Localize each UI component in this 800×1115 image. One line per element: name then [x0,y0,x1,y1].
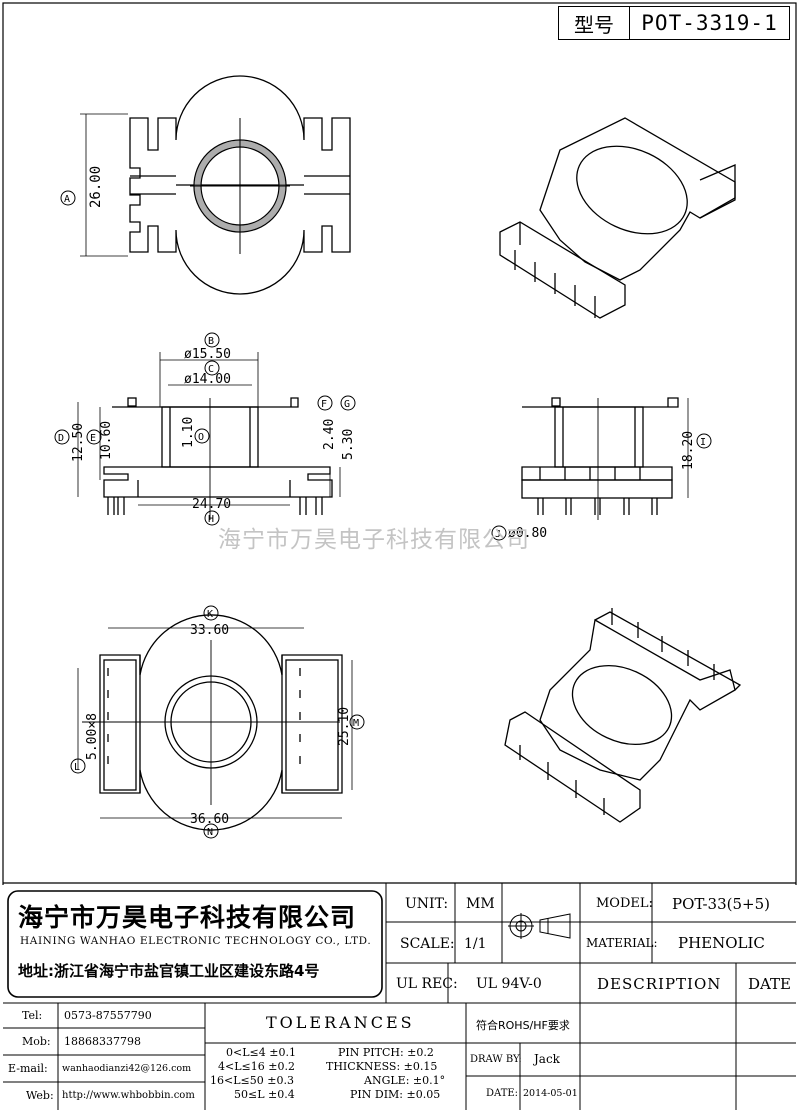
draw-by-value: Jack [534,1052,560,1066]
contact-label-mob: Mob: [22,1035,51,1048]
model-value: POT-33(5+5) [672,895,770,913]
dim-letter-F: F [321,399,327,410]
technical-drawing: 26.00 A ø15.50 [2,2,797,885]
dim-letter-C: C [208,364,214,375]
tolerance-left-3: 50≤L ±0.4 [234,1088,295,1101]
dim-letter-E: E [90,433,96,444]
date-field-value: 2014-05-01 [523,1088,578,1099]
tolerance-right-0: PIN PITCH: ±0.2 [338,1046,434,1059]
dim-letter-J: J [495,529,501,540]
date-field-label: DATE: [486,1088,519,1099]
ulrec-label: UL REC: [396,976,458,992]
material-label: MATERIAL: [586,936,658,950]
dim-value-G: 5.30 [341,429,356,460]
front-view-dims: ø15.50 ø14.00 12.50 10.60 1.10 2.40 5.30… [71,347,356,512]
type-value: POT-3319-1 [641,11,778,35]
unit-label: UNIT: [405,896,449,912]
iso-view-top [499,117,736,319]
dim-value-K: 33.60 [190,623,229,638]
date-label: DATE [748,975,791,993]
material-value: PHENOLIC [678,934,765,952]
contact-label-tel: Tel: [22,1009,43,1022]
dim-value-F: 2.40 [322,419,337,450]
tolerance-right-2: ANGLE: ±0.1° [364,1074,446,1087]
contact-value-mob: 18868337798 [64,1035,141,1048]
contact-label-web: Web: [26,1089,54,1102]
dim-letter-I: I [700,437,706,448]
side-view [521,397,689,520]
front-view-letters [54,332,356,526]
dim-letter-N: N [207,827,213,838]
top-view [80,75,351,295]
dim-letter-G: G [344,399,350,410]
tolerance-right-3: PIN DIM: ±0.05 [350,1088,441,1101]
dim-value-B: ø15.50 [184,347,231,362]
dim-value-M: 25.10 [337,707,352,746]
company-address: 地址:浙江省海宁市盐官镇工业区建设东路4号 [18,962,320,980]
scale-value: 1/1 [464,936,487,952]
dim-value-J: ø0.80 [508,526,547,541]
scale-label: SCALE: [400,936,455,952]
model-label: MODEL: [596,896,653,911]
dim-letter-M: M [353,718,359,729]
front-view-letter-text: B C D E O F G H [58,336,350,525]
dim-letter-L: L [74,762,80,773]
dim-value-C: ø14.00 [184,372,231,387]
tolerance-left-2: 16<L≤50 ±0.3 [210,1074,294,1087]
side-view-dims: 18.20 I ø0.80 J [491,431,712,541]
tolerances-title: TOLERANCES [266,1013,415,1032]
contact-value-email: wanhaodianzi42@126.com [62,1063,192,1074]
watermark: 海宁市万昊电子科技有限公司 [218,527,530,553]
company-name-en: HAINING WANHAO ELECTRONIC TECHNOLOGY CO.… [20,935,372,947]
unit-value: MM [466,896,495,912]
dim-value-E: 10.60 [99,421,114,460]
rohs-note: 符合ROHS/HF要求 [476,1019,570,1032]
dim-value-L: 5.00×8 [85,713,100,760]
dim-letter-O: O [198,432,204,443]
dim-letter-B: B [208,336,214,347]
dim-letter-K: K [207,609,213,620]
dim-value-O: 1.10 [181,417,196,448]
contact-value-web: http://www.whbobbin.com [62,1090,195,1101]
contact-value-tel: 0573-87557790 [64,1009,152,1022]
dim-value-H: 24.70 [192,497,231,512]
description-label: DESCRIPTION [597,975,722,993]
dim-value-N: 36.60 [190,812,229,827]
tolerance-right-1: THICKNESS: ±0.15 [326,1060,438,1073]
ulrec-value: UL 94V-0 [476,976,542,992]
front-view [77,352,341,520]
tolerance-left-1: 4<L≤16 ±0.2 [218,1060,295,1073]
company-name-cn: 海宁市万昊电子科技有限公司 [18,903,357,932]
dim-letter-D: D [58,433,64,444]
type-label: 型号 [559,7,630,39]
bottom-view-dims: 33.60 K 5.00×8 L 25.10 M 36.60 N [70,605,365,839]
contact-label-email: E-mail: [8,1062,48,1075]
drawing-frame [2,2,797,885]
iso-view-bottom [504,608,742,823]
dim-value-I: 18.20 [681,431,696,470]
dim-A-label: 26.00 A [60,166,104,208]
bottom-view [77,614,353,831]
dim-value-D: 12.50 [71,423,86,462]
model-header: 型号 POT-3319-1 [558,6,790,40]
dim-letter-A: A [64,194,70,205]
dim-value-A: 26.00 [88,166,104,208]
tolerance-left-0: 0<L≤4 ±0.1 [226,1046,296,1059]
draw-by-label: DRAW BY: [470,1054,522,1065]
dim-letter-H: H [208,514,214,525]
